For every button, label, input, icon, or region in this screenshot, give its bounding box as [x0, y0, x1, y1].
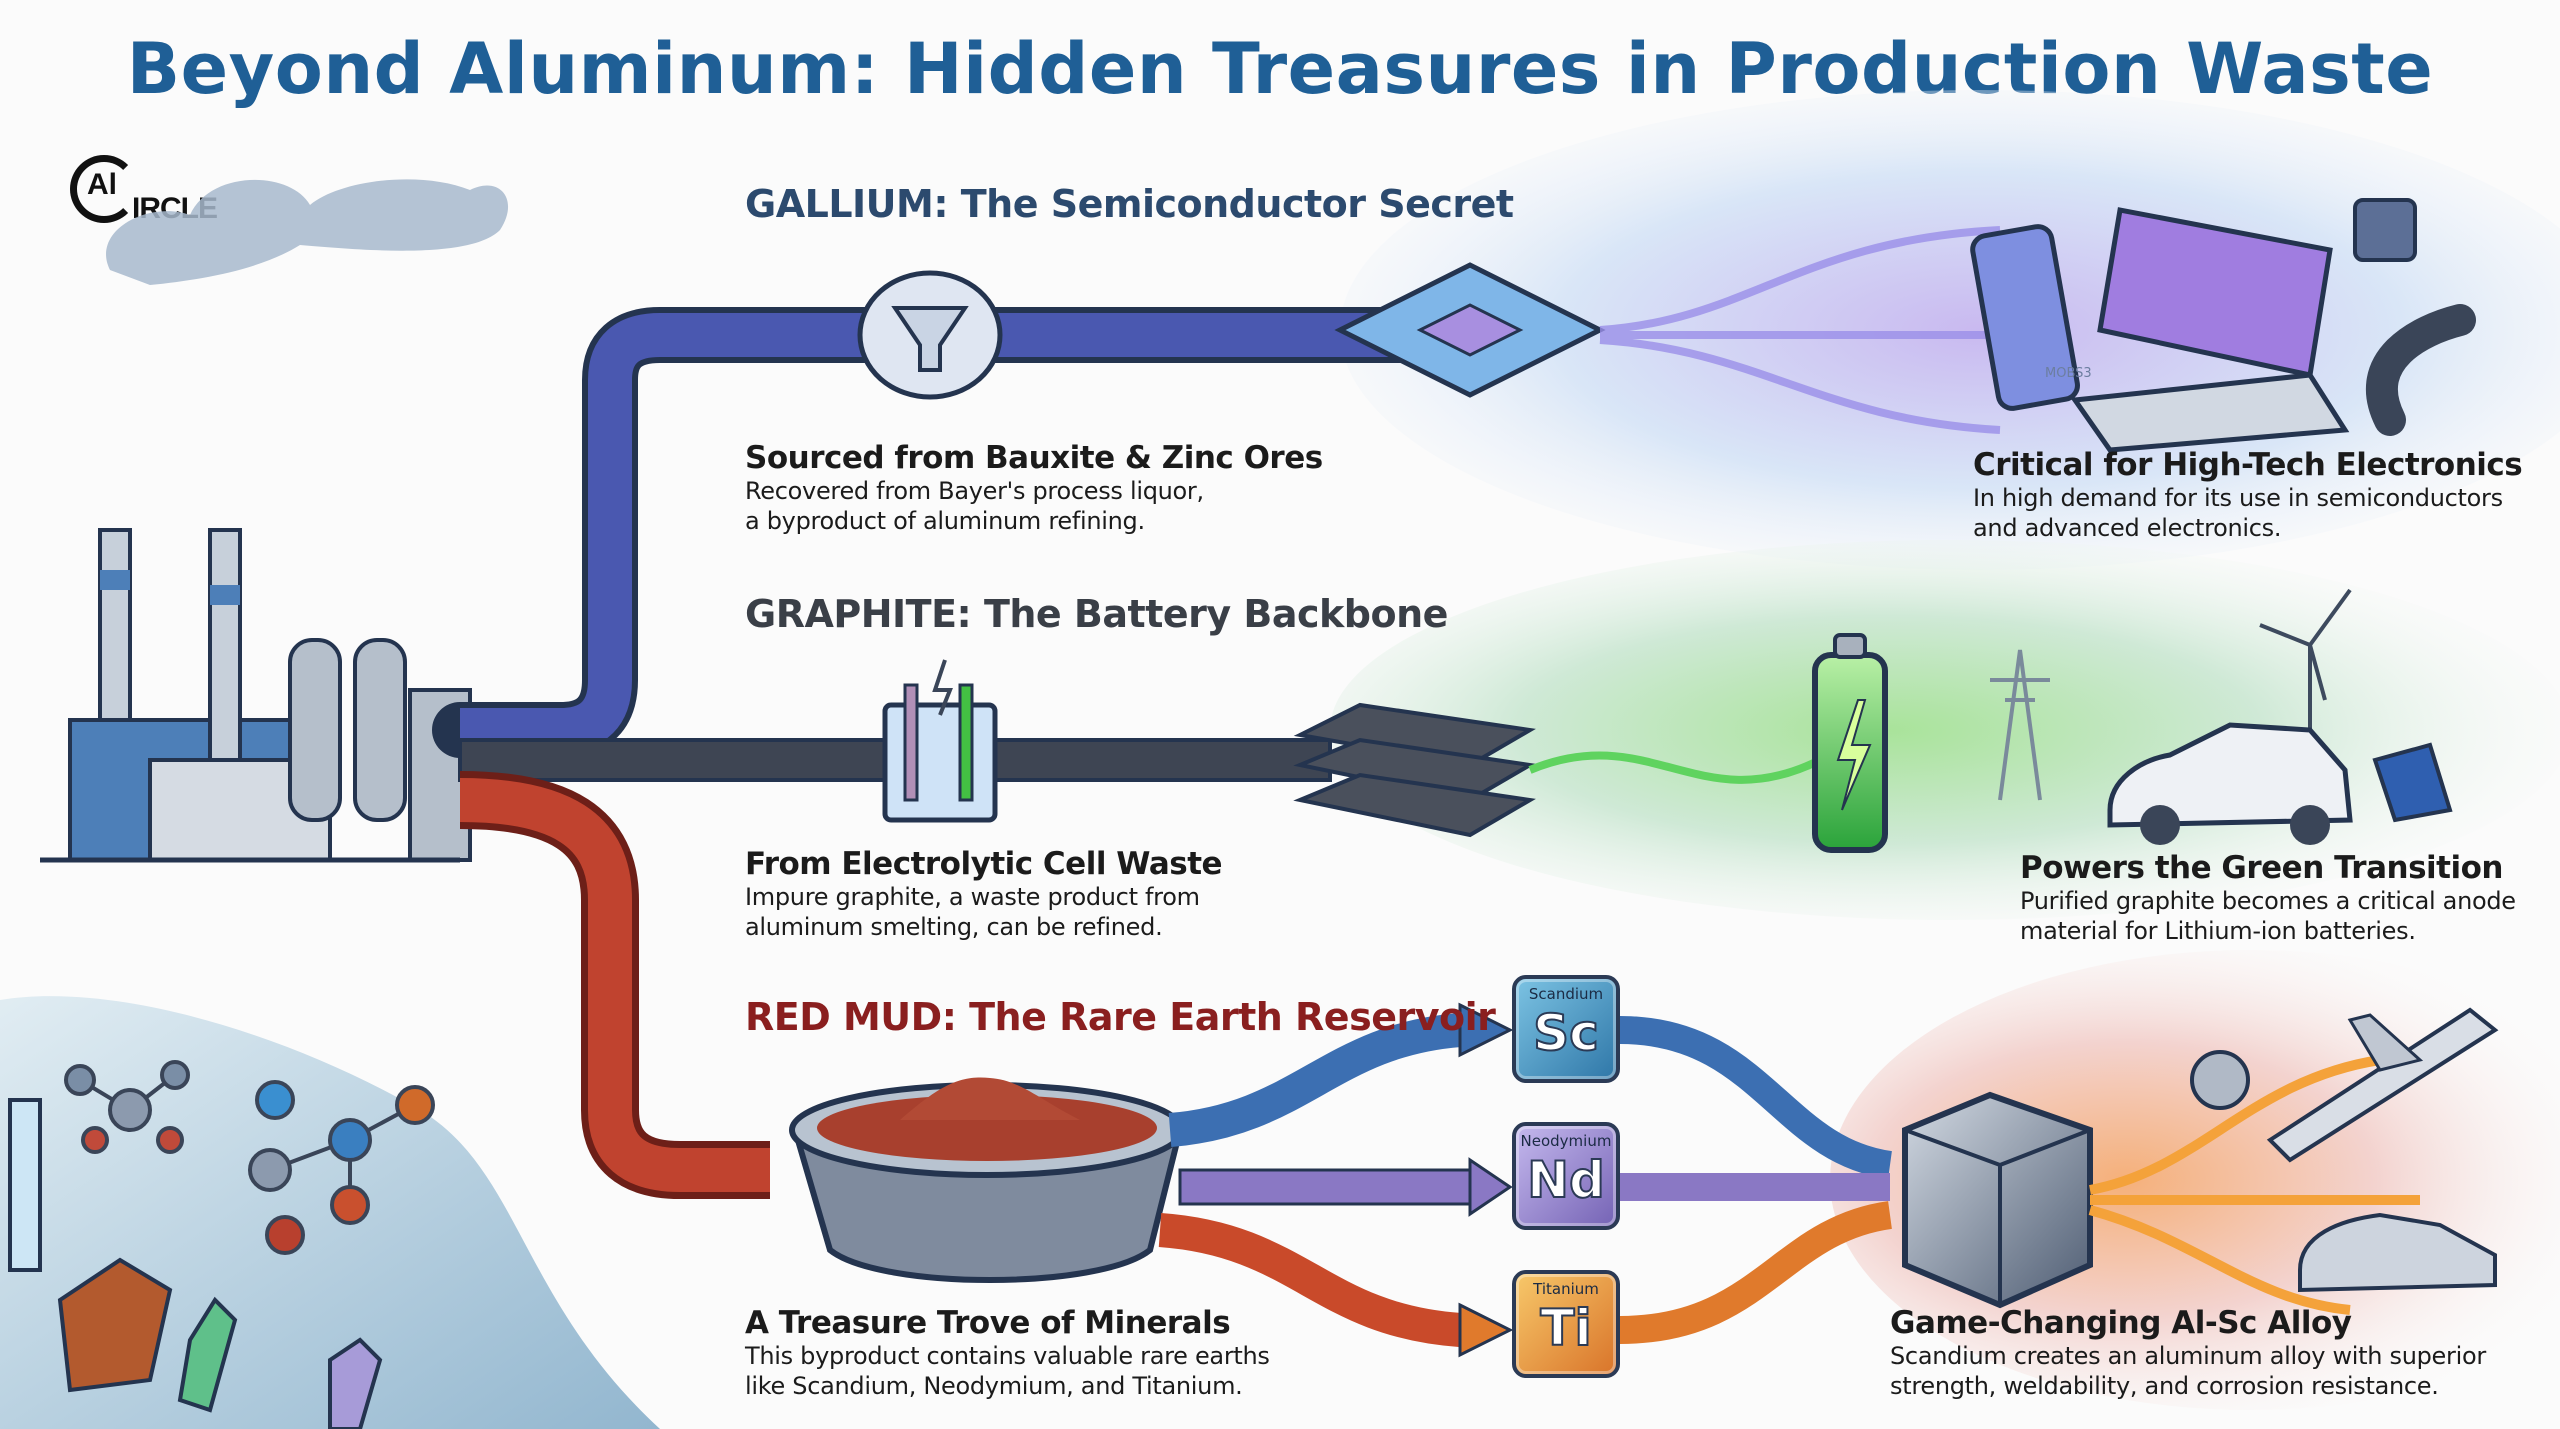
- smartphone-icon: [1970, 224, 2080, 411]
- alloy-caption: Game-Changing Al-Sc Alloy Scandium creat…: [1890, 1305, 2486, 1401]
- logo-mark: Al: [87, 168, 117, 201]
- gallium-glow: [1340, 90, 2560, 570]
- element-name: Titanium: [1533, 1280, 1599, 1298]
- element-tile-neodymium: Neodymium Nd: [1512, 1122, 1620, 1230]
- logo-ring-icon: [70, 155, 138, 223]
- molecule-icon: [64, 1060, 435, 1255]
- caption-title: A Treasure Trove of Minerals: [745, 1305, 1231, 1341]
- element-tile-titanium: Titanium Ti: [1512, 1270, 1620, 1378]
- aluminum-scandium-cube-icon: [1902, 1091, 2093, 1309]
- electrolytic-cell-icon: [882, 659, 998, 823]
- gallium-heading: GALLIUM: The Semiconductor Secret: [745, 182, 1514, 226]
- caption-line: Purified graphite becomes a critical ano…: [2020, 887, 2516, 915]
- battery-icon: [1812, 633, 1888, 853]
- mineral-crystals-icon: [8, 1098, 383, 1429]
- fiber-optic-cable-icon: [2366, 304, 2476, 436]
- caption-line: Impure graphite, a waste product from: [745, 883, 1200, 911]
- caption-line: a byproduct of aluminum refining.: [745, 507, 1145, 535]
- caption-line: In high demand for its use in semiconduc…: [1973, 484, 2503, 512]
- caption-line: Scandium creates an aluminum alloy with …: [1890, 1342, 2486, 1370]
- laptop-icon: [2070, 207, 2350, 453]
- caption-line: strength, weldability, and corrosion res…: [1890, 1372, 2439, 1400]
- element-symbol: Sc: [1532, 1003, 1600, 1063]
- caption-line: Recovered from Bayer's process liquor,: [745, 477, 1204, 505]
- caption-line: This byproduct contains valuable rare ea…: [745, 1342, 1270, 1370]
- element-tile-scandium: Scandium Sc: [1512, 975, 1620, 1083]
- caption-line: and advanced electronics.: [1973, 514, 2282, 542]
- caption-title: Sourced from Bauxite & Zinc Ores: [745, 440, 1323, 476]
- graphite-glow: [1330, 540, 2560, 920]
- factory-icon: [40, 179, 509, 863]
- alloy-energy-stream: [2088, 1055, 2420, 1315]
- semiconductor-chip-icon: [1334, 262, 1606, 398]
- car-icon: [2298, 1212, 2497, 1293]
- element-symbol: Ti: [1539, 1298, 1592, 1358]
- graphite-heading: GRAPHITE: The Battery Backbone: [745, 592, 1448, 636]
- gallium-source-caption: Sourced from Bauxite & Zinc Ores Recover…: [745, 440, 1323, 536]
- caption-title: Game-Changing Al-Sc Alloy: [1890, 1305, 2352, 1341]
- energy-stream: [1528, 751, 1822, 784]
- neodymium-flow-arrow: [1178, 1168, 1472, 1206]
- caption-line: like Scandium, Neodymium, and Titanium.: [745, 1372, 1243, 1400]
- graphite-stack-icon: [1293, 702, 1536, 838]
- transmission-tower-icon: [1990, 649, 2050, 801]
- airplane-icon: [2266, 1007, 2499, 1163]
- element-name: Scandium: [1528, 985, 1604, 1003]
- graphite-source-caption: From Electrolytic Cell Waste Impure grap…: [745, 846, 1223, 942]
- titanium-flow-arrow: [1158, 1213, 1462, 1347]
- microchip-icon: [2353, 198, 2417, 262]
- caption-title: Powers the Green Transition: [2020, 850, 2503, 886]
- caption-line: aluminum smelting, can be refined.: [745, 913, 1163, 941]
- decor-label: MOBS3: [2045, 366, 2092, 381]
- red-mud-bowl-icon: [789, 1077, 1185, 1283]
- solar-panel-icon: [2372, 742, 2453, 823]
- wheel-icon: [2190, 1050, 2250, 1110]
- data-stream: [1599, 226, 2010, 434]
- caption-line: material for Lithium-ion batteries.: [2020, 917, 2416, 945]
- caption-title: From Electrolytic Cell Waste: [745, 846, 1223, 882]
- scandium-flow-arrow: [1168, 1013, 1462, 1147]
- caption-title: Critical for High-Tech Electronics: [1973, 447, 2523, 483]
- red-mud-source-caption: A Treasure Trove of Minerals This byprod…: [745, 1305, 1270, 1401]
- electric-car-icon: [2107, 722, 2353, 845]
- gallium-use-caption: Critical for High-Tech Electronics In hi…: [1973, 447, 2523, 543]
- red-mud-heading: RED MUD: The Rare Earth Reservoir: [745, 995, 1496, 1039]
- element-symbol: Nd: [1526, 1150, 1606, 1210]
- element-name: Neodymium: [1520, 1132, 1612, 1150]
- graphite-use-caption: Powers the Green Transition Purified gra…: [2020, 850, 2516, 946]
- funnel-icon: [857, 270, 1003, 400]
